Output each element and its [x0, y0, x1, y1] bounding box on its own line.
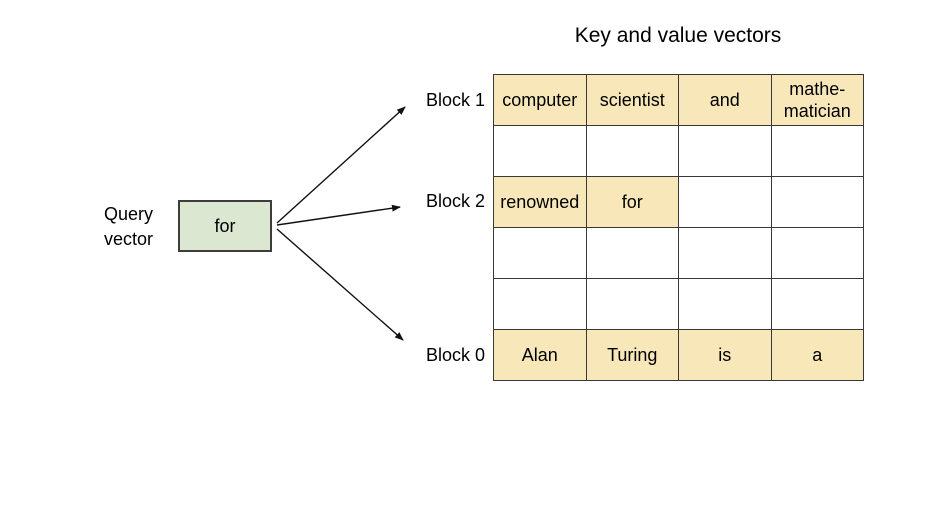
kv-row-empty — [493, 278, 864, 330]
arrow-to-block-0-icon — [276, 228, 404, 341]
query-token-box: for — [178, 200, 272, 252]
block-2-label: Block 2 — [425, 191, 485, 211]
kv-cell — [770, 176, 864, 228]
kv-row-block-0: Alan Turing is a — [493, 329, 864, 381]
kv-cell — [770, 227, 864, 279]
arrow-to-block-2-icon — [276, 204, 401, 226]
block-1-label: Block 1 — [425, 90, 485, 110]
query-vector-label: Query vector — [104, 204, 154, 249]
kv-cell — [770, 125, 864, 177]
kv-cell: is — [678, 329, 772, 381]
kv-cell — [493, 227, 587, 279]
kv-cell: and — [678, 74, 772, 126]
kv-cell: for — [585, 176, 679, 228]
kv-cell — [493, 125, 587, 177]
block-0-label: Block 0 — [425, 345, 485, 365]
kv-cell: a — [770, 329, 864, 381]
kv-cell: mathe- matician — [770, 74, 864, 126]
kv-cell: computer — [493, 74, 587, 126]
kv-row-block-1: computer scientist and mathe- matician — [493, 74, 864, 126]
kv-table: computer scientist and mathe- matician r… — [493, 74, 864, 381]
query-token-text: for — [214, 215, 236, 236]
kv-cell — [585, 278, 679, 330]
kv-cell — [678, 125, 772, 177]
kv-cell: Turing — [585, 329, 679, 381]
kv-cell: Alan — [493, 329, 587, 381]
kv-cell — [678, 176, 772, 228]
kv-row-empty — [493, 227, 864, 279]
kv-cell — [493, 278, 587, 330]
kv-row-empty — [493, 125, 864, 177]
kv-cell — [770, 278, 864, 330]
diagram-title: Key and value vectors — [574, 24, 782, 47]
kv-row-block-2: renowned for — [493, 176, 864, 228]
kv-cell — [585, 227, 679, 279]
kv-cell — [678, 227, 772, 279]
kv-cell: scientist — [585, 74, 679, 126]
kv-cell — [678, 278, 772, 330]
kv-cell: renowned — [493, 176, 587, 228]
kv-cell — [585, 125, 679, 177]
